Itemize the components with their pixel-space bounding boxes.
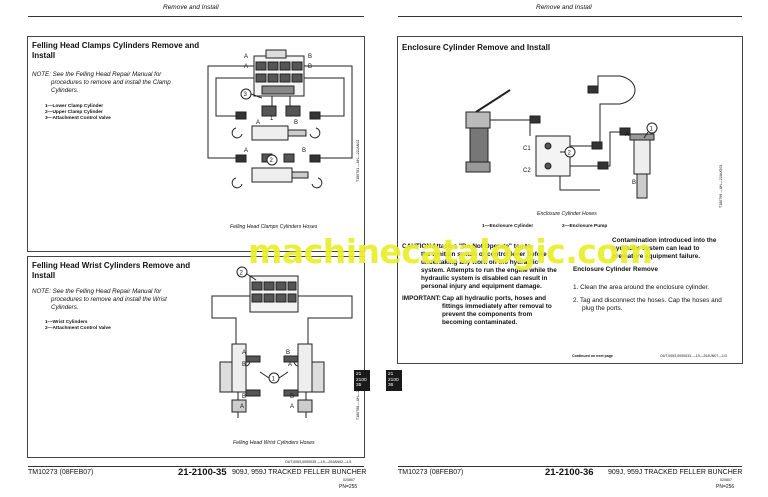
legend-item: 1—Lower Clamp Cylinder <box>45 104 104 109</box>
diagram-label-C2: C2 <box>523 168 531 174</box>
callout-1: 1 <box>272 377 276 383</box>
legend-item: 2—Upper Clamp Cylinder <box>45 110 103 115</box>
wrist-legend: 1—Wrist Cylinders 2—Attachment Control V… <box>45 320 111 332</box>
diagram-label-A: A <box>244 148 248 154</box>
diagram-label-B: B <box>286 350 290 356</box>
wrist-section-title: Felling Head Wrist Cylinders Remove and … <box>32 261 191 280</box>
important-block: IMPORTANT:Cap all hydraulic ports, hoses… <box>402 295 552 326</box>
left-footer-small-code: 020807 <box>343 478 355 482</box>
diagram-label-A: A <box>242 350 246 356</box>
right-footer-small-code: 020807 <box>720 478 732 482</box>
diagram-label-B: B <box>302 148 306 154</box>
diagram-label-A: A <box>625 132 629 138</box>
diagram-label-B: B <box>632 180 636 186</box>
diagram-label-B: B <box>294 120 298 126</box>
wrist-note: NOTE: See the Felling Head Repair Manual… <box>32 288 167 311</box>
right-footer-rule <box>398 466 742 467</box>
diagram-label-A: A <box>244 54 248 60</box>
legend-item: 2—Attachment Control Valve <box>45 326 111 331</box>
left-footer-manual: TM10273 (08FEB07) <box>28 469 94 476</box>
callout-2: 2 <box>240 271 244 277</box>
diagram-label-A: A <box>244 64 248 70</box>
callout-1: 1 <box>270 116 274 122</box>
left-footer-pn: PN=255 <box>339 484 358 490</box>
enclosure-remove-subhead: Enclosure Cylinder Remove <box>573 266 658 273</box>
right-footer-page-code: 21-2100-36 <box>545 467 594 478</box>
enclosure-ref-code: OUT,0053,0000033 —19—25JUN07—1/3 <box>660 354 727 358</box>
diagram-label-B: B <box>308 54 312 60</box>
continued-note: Continued on next page <box>572 354 613 358</box>
clamps-section-title: Felling Head Clamps Cylinders Remove and… <box>32 41 200 60</box>
wrist-caption: Felling Head Wrist Cylinders Hoses <box>233 440 315 446</box>
enclosure-legend-left: 1—Enclosure Cylinder <box>482 224 534 229</box>
enclosure-section-box <box>397 36 743 364</box>
wrist-ref-code: OUT,0053,0000035 —19—29JAN02—1/1 <box>285 460 352 464</box>
caution-block: CAUTION:Attach a "Do Not Operate" tag to… <box>402 243 557 290</box>
contamination-block: Contamination introduced into the hydrau… <box>612 237 717 260</box>
right-footer-model: 909J, 959J TRACKED FELLER BUNCHER <box>608 469 743 476</box>
clamps-caption: Felling Head Clamps Cylinders Hoses <box>230 224 318 230</box>
right-header-rule <box>398 16 742 17</box>
callout-2: 2 <box>568 151 572 157</box>
step-1: 1. Clean the area around the enclosure c… <box>573 284 710 291</box>
enclosure-side-code: T180799 —UN—22AUG03 <box>719 164 723 208</box>
legend-item: 3—Attachment Control Valve <box>45 116 111 121</box>
right-footer-pn: PN=256 <box>716 484 735 490</box>
enclosure-caption: Enclosure Cylinder Hoses <box>537 211 597 217</box>
diagram-label-B: B <box>242 394 246 400</box>
clamps-note: NOTE: See the Felling Head Repair Manual… <box>32 71 171 94</box>
left-footer-page-code: 21-2100-35 <box>178 467 227 478</box>
left-page-header: Remove and Install <box>163 4 219 11</box>
diagram-label-B: B <box>308 64 312 70</box>
legend-item: 1—Wrist Cylinders <box>45 320 88 325</box>
callout-3: 3 <box>244 92 248 98</box>
left-footer-rule <box>28 466 364 467</box>
clamps-legend: 1—Lower Clamp Cylinder 2—Upper Clamp Cyl… <box>45 104 111 122</box>
left-footer-model: 909J, 959J TRACKED FELLER BUNCHER <box>232 469 367 476</box>
right-page-header: Remove and Install <box>536 4 592 11</box>
diagram-label-A: A <box>256 120 260 126</box>
right-footer-manual: TM10273 (08FEB07) <box>398 469 464 476</box>
diagram-label-A: A <box>290 404 294 410</box>
diagram-label-C1: C1 <box>523 146 531 152</box>
step-2: 2. Tag and disconnect the hoses. Cap the… <box>573 297 722 312</box>
callout-2: 2 <box>270 158 274 164</box>
diagram-label-A: A <box>288 362 292 368</box>
diagram-label-A: A <box>240 404 244 410</box>
enclosure-legend-right: 2—Enclosure Pump <box>562 224 608 229</box>
wrist-section-box <box>27 256 365 458</box>
diagram-label-B: B <box>290 394 294 400</box>
watermark: machinecatalogic.com <box>248 232 653 271</box>
enclosure-section-title: Enclosure Cylinder Remove and Install <box>402 43 551 52</box>
callout-1: 1 <box>650 127 654 133</box>
clamps-section-box <box>27 36 365 252</box>
diagram-label-B: B <box>242 362 246 368</box>
left-header-rule <box>28 16 364 17</box>
